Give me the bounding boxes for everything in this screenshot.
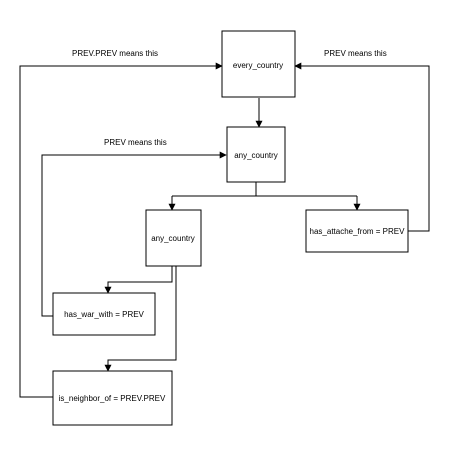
node-any-country-middle: any_country xyxy=(145,209,202,267)
edge-any-country-to-has-war-with xyxy=(104,266,173,294)
node-is-neighbor-of: is_neighbor_of = PREV.PREV xyxy=(52,370,173,426)
edge-has-war-with-back-to-any-country xyxy=(41,151,227,317)
edges xyxy=(19,62,430,398)
node-every-country: every_country xyxy=(221,30,296,98)
node-every-country-label: every_country xyxy=(233,61,283,70)
label-prev-means-this-right: PREV means this xyxy=(324,49,387,58)
node-any-country-top-label: any_country xyxy=(234,151,278,160)
edge-is-neighbor-of-back-to-every-country xyxy=(19,62,223,398)
node-any-country-middle-label: any_country xyxy=(151,234,195,243)
node-has-war-with-label: has_war_with = PREV xyxy=(64,310,144,319)
node-has-attache-from-label: has_attache_from = PREV xyxy=(310,227,406,236)
node-any-country-top: any_country xyxy=(226,126,286,183)
edge-any-country-to-is-neighbor-of xyxy=(104,266,177,372)
node-is-neighbor-of-label: is_neighbor_of = PREV.PREV xyxy=(59,394,166,403)
node-has-war-with: has_war_with = PREV xyxy=(52,292,156,336)
label-prev-means-this-left: PREV means this xyxy=(104,138,167,147)
edge-labels: PREV.PREV means this PREV means this PRE… xyxy=(72,49,387,147)
label-prev-prev-means-this: PREV.PREV means this xyxy=(72,49,158,58)
edge-has-attache-from-back-to-every-country xyxy=(294,62,430,232)
node-has-attache-from: has_attache_from = PREV xyxy=(305,209,409,253)
